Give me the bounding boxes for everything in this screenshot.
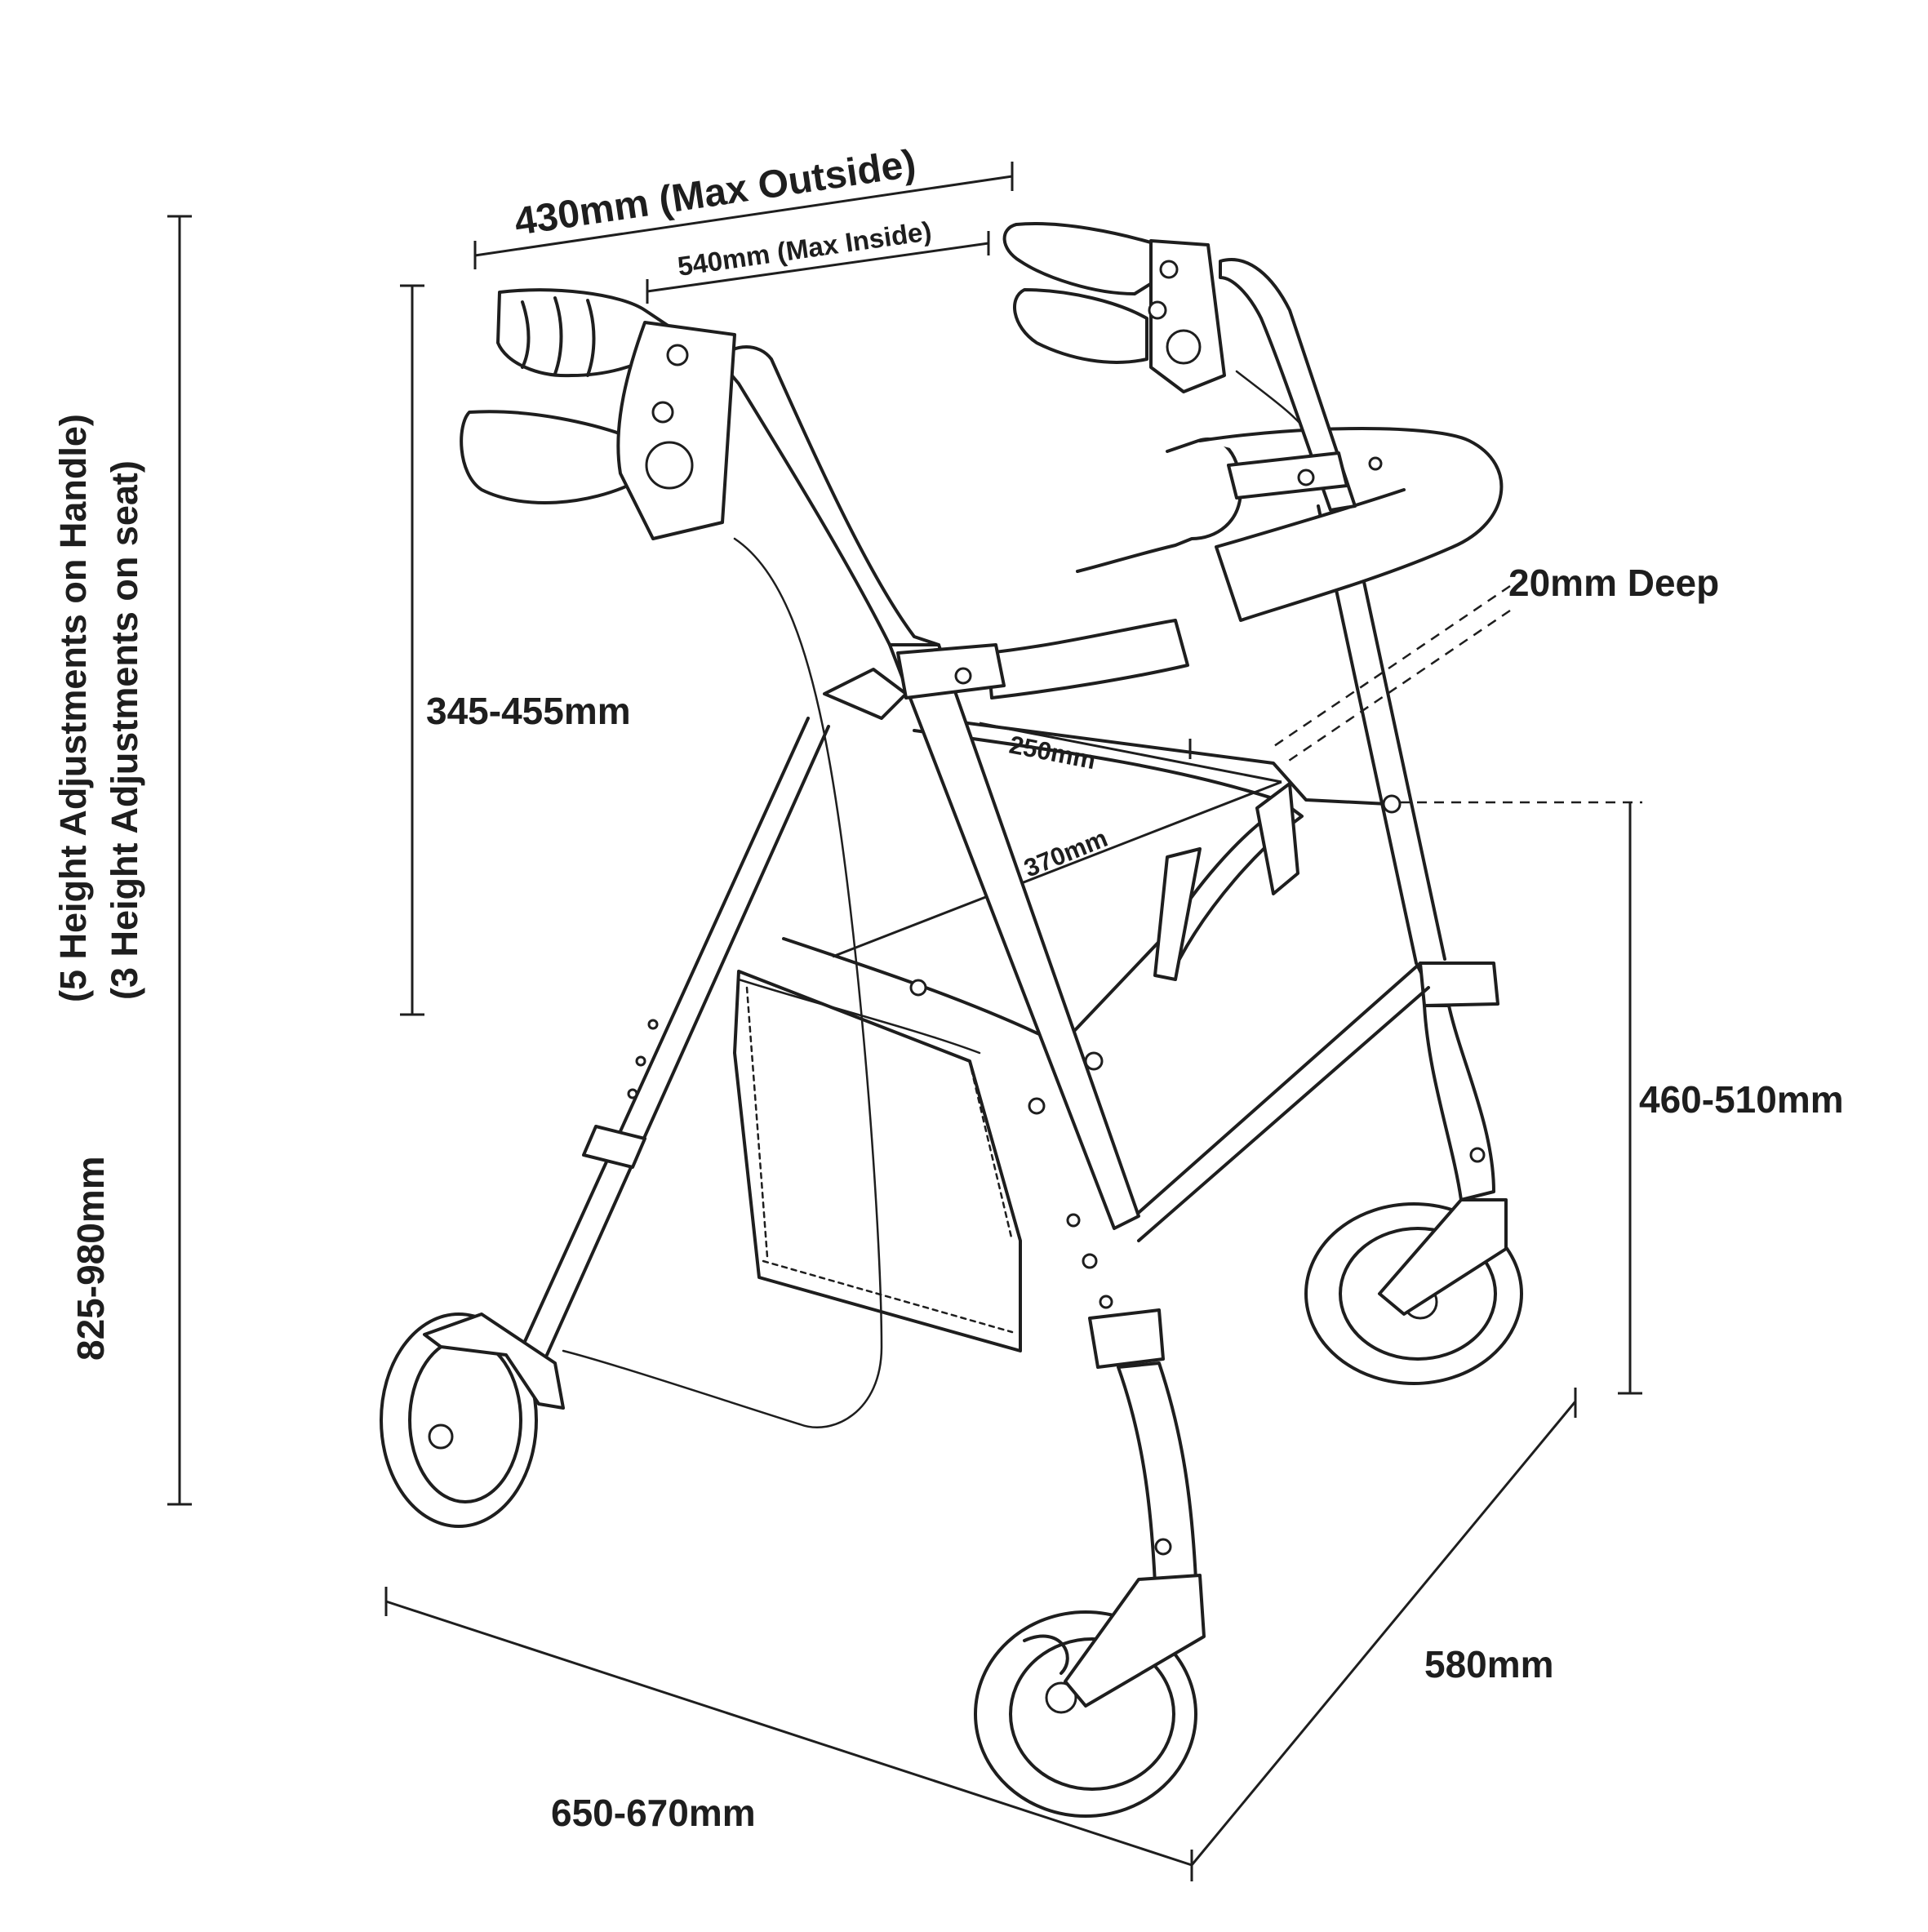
right-handle-tube — [1219, 258, 1357, 512]
backrest — [1198, 427, 1504, 622]
outside-width-line — [474, 175, 1013, 257]
length-line — [385, 1600, 1193, 1867]
inside-width-label: 540mm (Max Inside) — [676, 215, 934, 282]
rear-right-fork — [1378, 1198, 1508, 1316]
seat-depth-guide-1 — [1268, 584, 1511, 751]
total-height-label: 825-980mm — [69, 1156, 112, 1361]
storage-bag — [733, 970, 1022, 1352]
left-brake-lever — [460, 410, 638, 504]
seat-width-line — [832, 780, 1282, 958]
handle-range-label: 345-455mm — [426, 690, 631, 732]
length-label: 650-670mm — [551, 1792, 756, 1834]
right-handle-grip — [1002, 222, 1169, 295]
seat-depth-label: 20mm Deep — [1508, 562, 1719, 604]
seat-frame — [929, 717, 1389, 806]
seat-front-line — [979, 722, 1282, 784]
rear-left-fork — [423, 1312, 565, 1410]
dimension-lines — [167, 162, 1642, 1881]
brake-cable-left — [562, 537, 883, 1428]
right-brake-lever — [1013, 288, 1148, 364]
dimension-labels: 430mm (Max Outside) 540mm (Max Inside) (… — [52, 142, 1844, 1834]
seat-adjust-label: (3 Height Adjustments on seat) — [104, 460, 145, 1000]
seat-height-label: 460-510mm — [1639, 1078, 1844, 1121]
inside-width-line — [646, 242, 989, 293]
rollator-illustration — [380, 222, 1523, 1818]
rear-leg — [1423, 1004, 1495, 1201]
depth-label: 580mm — [1424, 1643, 1554, 1686]
left-brake-housing — [616, 321, 736, 540]
depth-line — [1190, 1401, 1577, 1866]
handle-adjust-label: (5 Height Adjustments on Handle) — [52, 414, 94, 1002]
seat-width-label: 370mm — [1020, 824, 1112, 882]
rear-left-wheel — [380, 1312, 538, 1528]
left-front-tube — [888, 643, 1140, 1230]
rear-left-tube-a — [521, 717, 810, 1348]
front-left-fork — [1064, 1574, 1206, 1708]
left-handle-tube — [717, 345, 940, 663]
seat-depth-guide-2 — [1283, 609, 1511, 766]
